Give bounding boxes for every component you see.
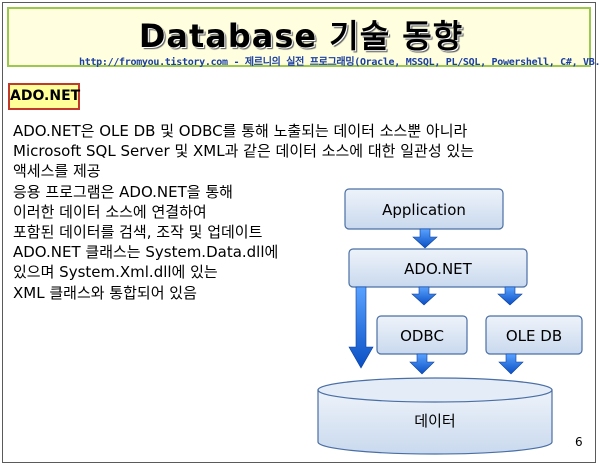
adonet-node: ADO.NET xyxy=(348,248,528,288)
odbc-node: ODBC xyxy=(376,315,468,355)
body-line: ADO.NET은 OLE DB 및 ODBC를 통해 노출되는 데이터 소스뿐 … xyxy=(13,122,468,140)
body-line: 액세스를 제공 xyxy=(13,162,101,181)
arrow-odbc-to-database xyxy=(409,353,435,375)
adonet-label: ADO.NET xyxy=(404,260,472,278)
body-line: 있으며 System.Xml.dll에 있는 xyxy=(13,263,218,282)
arrow-oledb-to-database xyxy=(498,353,524,375)
body-line: 응용 프로그램은 ADO.NET을 통해 xyxy=(13,182,233,201)
body-line: 포함된 데이터를 검색, 조작 및 업데이트 xyxy=(13,223,263,242)
slide-title: Database 기술 동향 xyxy=(138,17,464,55)
application-label: Application xyxy=(382,201,466,219)
arrow-app-to-adonet xyxy=(412,228,438,249)
body-line: ADO.NET 클래스는 System.Data.dll에 xyxy=(13,243,279,262)
odbc-label: ODBC xyxy=(400,327,444,345)
application-node: Application xyxy=(344,188,504,230)
arrow-adonet-to-database xyxy=(348,286,374,369)
body-line: XML 클래스와 통합되어 있음 xyxy=(13,283,197,302)
body-text: ADO.NET은 OLE DB 및 ODBC를 통해 노출되는 데이터 소스뿐 … xyxy=(13,121,474,303)
arrow-adonet-to-odbc xyxy=(411,286,437,306)
body-line: 이러한 데이터 소스에 연결하여 xyxy=(13,202,207,221)
slide-subtitle-link[interactable]: http://fromyou.tistory.com - 제르니의 실전 프로그… xyxy=(79,57,600,68)
page-number: 6 xyxy=(575,435,583,449)
database-label: 데이터 xyxy=(414,412,455,430)
oledb-node: OLE DB xyxy=(485,315,583,355)
arrow-adonet-to-oledb xyxy=(497,286,523,306)
database-node: 데이터 xyxy=(317,377,553,455)
title-banner: Database 기술 동향 http://fromyou.tistory.co… xyxy=(7,7,600,68)
oledb-label: OLE DB xyxy=(506,327,562,345)
topic-tag: ADO.NET xyxy=(8,83,80,110)
body-line: Microsoft SQL Server 및 XML과 같은 데이터 소스에 대… xyxy=(13,142,474,161)
